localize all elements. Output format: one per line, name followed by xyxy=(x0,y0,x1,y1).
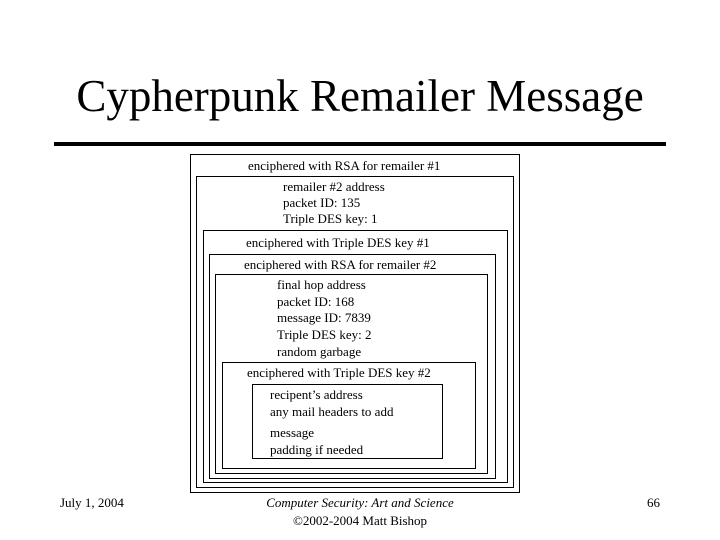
title-rule xyxy=(54,142,666,146)
packet-id-168: packet ID: 168 xyxy=(277,294,355,309)
triple-des-key-2: Triple DES key: 2 xyxy=(277,327,372,342)
rsa-remailer2-frame xyxy=(209,254,496,479)
remailer2-address: remailer #2 address xyxy=(283,179,385,194)
mail-headers: any mail headers to add xyxy=(270,404,394,419)
triple-des-key-1: Triple DES key: 1 xyxy=(283,211,378,226)
tdes-key2-frame xyxy=(222,362,476,469)
random-garbage: random garbage xyxy=(277,344,362,359)
recipient-address: recipent’s address xyxy=(270,387,363,402)
footer-date: July 1, 2004 xyxy=(60,495,124,510)
page-number: 66 xyxy=(647,495,660,510)
footer-copyright: ©2002-2004 Matt Bishop xyxy=(292,513,428,528)
final-message-frame xyxy=(252,384,443,459)
packet-id-135: packet ID: 135 xyxy=(283,195,361,210)
tdes-key2-label: enciphered with Triple DES key #2 xyxy=(247,365,431,380)
rsa-remailer1-label: enciphered with RSA for remailer #1 xyxy=(248,158,441,173)
message-body: message xyxy=(270,425,315,440)
remailer2-payload-frame xyxy=(215,274,488,474)
footer-credits: Computer Security: Art and Science ©2002… xyxy=(210,494,510,530)
final-hop-address: final hop address xyxy=(277,277,366,292)
tdes-key1-label: enciphered with Triple DES key #1 xyxy=(246,235,430,250)
slide-title: Cypherpunk Remailer Message xyxy=(76,71,644,121)
padding: padding if needed xyxy=(270,442,364,457)
footer-course: Computer Security: Art and Science xyxy=(266,495,454,510)
rsa-remailer2-label: enciphered with RSA for remailer #2 xyxy=(244,257,437,272)
rsa-remailer1-frame xyxy=(190,154,520,493)
tdes-key1-frame xyxy=(203,230,508,483)
remailer1-payload-frame xyxy=(196,176,514,488)
message-id: message ID: 7839 xyxy=(277,310,371,325)
